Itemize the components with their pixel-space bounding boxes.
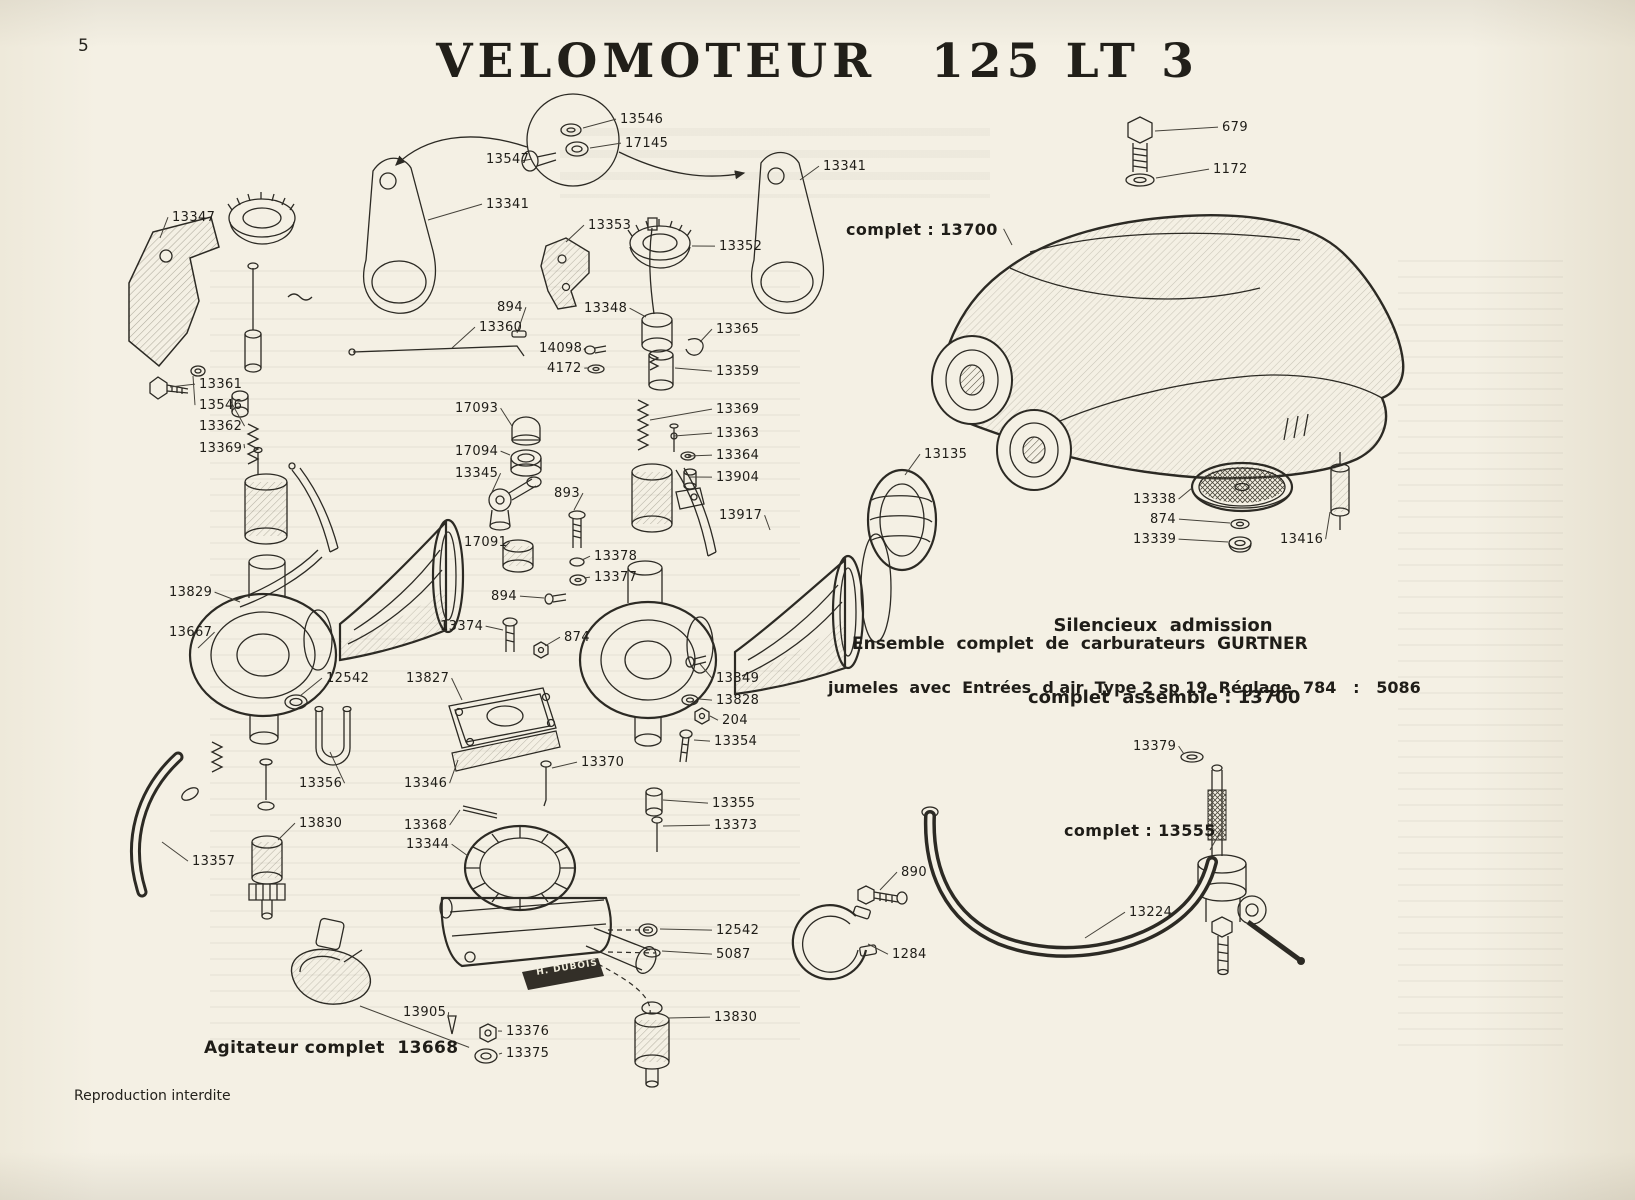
title-model: VELOMOTEUR xyxy=(436,34,877,89)
left-intake-bell xyxy=(338,518,465,662)
note-silencieux-line2: complet assemble : 13700 xyxy=(1028,687,1301,708)
knurled-ring-13352 xyxy=(627,219,692,269)
mounting-bracket-13353 xyxy=(540,237,590,310)
copyright-notice: Reproduction interdite xyxy=(74,1088,231,1104)
leader-lines xyxy=(159,118,1331,1055)
fuel-hose-13224 xyxy=(921,806,1218,958)
small-parts-left-column xyxy=(149,262,313,465)
air-filter-element xyxy=(1190,452,1350,553)
right-intake-bell xyxy=(733,533,892,696)
title-variant: 125 LT 3 xyxy=(931,34,1199,89)
float-13830-right xyxy=(634,1001,670,1088)
note-jumeles: jumeles avec Entrées d air Type 2 sp 19 … xyxy=(828,678,1421,697)
mounting-bracket-13341-right xyxy=(751,151,825,314)
note-silencieux-line1: Silencieux admission xyxy=(1053,615,1273,636)
top-hardware-detail-circle xyxy=(395,93,746,187)
note-silencieux: Silencieux admission complet assemble : … xyxy=(1028,566,1301,758)
agitator-parts xyxy=(290,917,372,1005)
note-ensemble: Ensemble complet de carburateurs GURTNER xyxy=(852,634,1308,654)
fuel-tap-assembly xyxy=(1180,751,1305,976)
air-filter-box xyxy=(931,214,1405,491)
mounting-bolt-679 xyxy=(1125,116,1155,187)
left-carburetor xyxy=(188,446,339,745)
center-jets-and-screws xyxy=(488,416,587,659)
throttle-rod-13360 xyxy=(348,330,527,357)
right-carburetor xyxy=(578,399,718,852)
hose-clamp-1284 xyxy=(791,885,908,981)
rubber-sleeve-13135 xyxy=(866,468,938,572)
carb-top-cap-13348 xyxy=(584,217,704,391)
float-chamber-assembly xyxy=(439,824,661,1064)
mounting-bracket-13341-left xyxy=(363,157,437,314)
mounting-bracket-13347 xyxy=(128,216,220,368)
left-hose-and-float xyxy=(130,741,286,920)
page-number: 5 xyxy=(78,36,89,56)
cable-guide-clip-13356 xyxy=(314,705,352,766)
page-title: VELOMOTEUR 125 LT 3 xyxy=(0,34,1635,89)
knurled-ring-left xyxy=(227,192,296,245)
cover-plates xyxy=(448,687,561,819)
